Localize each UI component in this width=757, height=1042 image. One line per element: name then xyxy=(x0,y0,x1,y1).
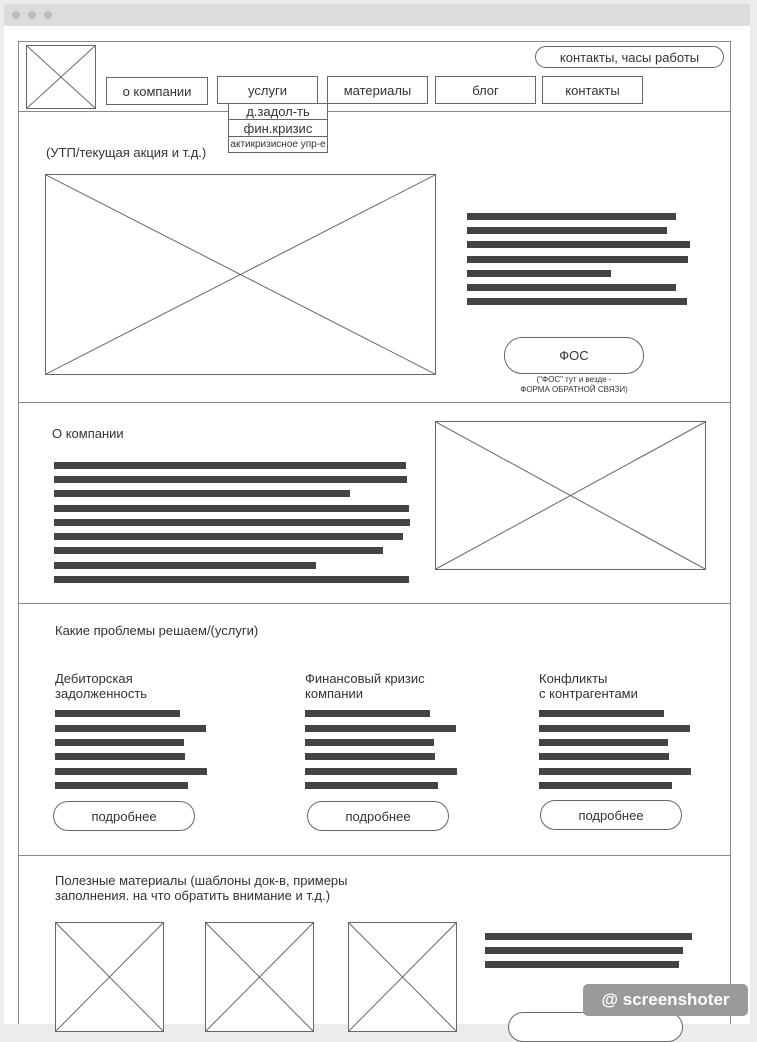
nav-materials[interactable]: материалы xyxy=(327,76,428,104)
window-maximize-dot[interactable] xyxy=(44,11,52,19)
service-title-line1: Конфликты xyxy=(539,671,608,686)
nav-services[interactable]: услуги xyxy=(217,76,318,104)
divider-about xyxy=(18,603,731,604)
service-text-line xyxy=(55,739,184,746)
window-titlebar xyxy=(4,4,750,26)
service-more-button[interactable]: подробнее xyxy=(540,800,682,830)
service-title-line2: с контрагентами xyxy=(539,686,638,701)
hero-text-line xyxy=(467,241,690,248)
hero-text-line xyxy=(467,270,611,277)
services-title: Какие проблемы решаем/(услуги) xyxy=(55,623,259,638)
service-more-button[interactable]: подробнее xyxy=(307,801,449,831)
about-text-line xyxy=(54,576,409,583)
service-text-line xyxy=(305,725,456,732)
about-text-line xyxy=(54,462,406,469)
service-title-line2: задолженность xyxy=(55,686,148,701)
nav-contacts[interactable]: контакты xyxy=(542,76,643,104)
materials-text-line xyxy=(485,947,683,954)
service-text-line xyxy=(539,739,668,746)
dropdown-item-financial-crisis[interactable]: фин.кризис xyxy=(228,119,328,137)
nav-blog[interactable]: блог xyxy=(435,76,536,104)
hero-text-line xyxy=(467,213,676,220)
about-placeholder-image xyxy=(435,421,706,570)
about-title: О компании xyxy=(52,426,124,441)
hero-text-line xyxy=(467,227,667,234)
about-text-line xyxy=(54,476,407,483)
dropdown-item-receivables[interactable]: д.задол-ть xyxy=(228,103,328,120)
window-close-dot[interactable] xyxy=(12,11,20,19)
service-title-line1: Дебиторская xyxy=(55,671,133,686)
about-text-line xyxy=(54,490,350,497)
hero-placeholder-image xyxy=(45,174,436,375)
service-text-line xyxy=(539,782,672,789)
service-title-line2: компании xyxy=(305,686,363,701)
hero-text-line xyxy=(467,284,676,291)
materials-text-line xyxy=(485,933,692,940)
service-text-line xyxy=(305,782,438,789)
hero-utp-text: (УТП/текущая акция и т.д.) xyxy=(46,145,207,160)
materials-text-line xyxy=(485,961,679,968)
service-text-line xyxy=(305,768,457,775)
material-placeholder-image xyxy=(55,922,164,1032)
screenshoter-watermark: @ screenshoter xyxy=(583,984,748,1016)
fos-note-line2: ФОРМА ОБРАТНОЙ СВЯЗИ) xyxy=(520,385,628,394)
service-text-line xyxy=(55,725,206,732)
service-text-line xyxy=(539,768,691,775)
service-text-line xyxy=(539,725,690,732)
window-minimize-dot[interactable] xyxy=(28,11,36,19)
dropdown-item-anticrisis[interactable]: актикризисное упр-е xyxy=(228,136,328,153)
service-text-line xyxy=(55,753,185,760)
service-more-button[interactable]: подробнее xyxy=(53,801,195,831)
service-text-line xyxy=(305,739,434,746)
about-text-line xyxy=(54,547,383,554)
materials-title-line1: Полезные материалы (шаблоны док-в, приме… xyxy=(55,873,348,888)
logo-placeholder-image xyxy=(26,45,96,109)
fos-note-line1: ("ФОС" тут и везде - xyxy=(536,375,612,384)
divider-header xyxy=(18,111,731,112)
divider-hero xyxy=(18,402,731,403)
materials-button[interactable] xyxy=(508,1012,683,1042)
service-text-line xyxy=(305,710,430,717)
service-text-line xyxy=(55,768,207,775)
about-text-line xyxy=(54,533,403,540)
wireframe-border xyxy=(18,41,731,1024)
service-text-line xyxy=(539,710,664,717)
service-text-line xyxy=(305,753,435,760)
contacts-hours-button[interactable]: контакты, часы работы xyxy=(535,46,724,68)
material-placeholder-image xyxy=(205,922,314,1032)
service-text-line xyxy=(55,710,180,717)
fos-button[interactable]: ФОС xyxy=(504,337,644,374)
about-text-line xyxy=(54,505,409,512)
divider-services xyxy=(18,855,731,856)
service-text-line xyxy=(55,782,188,789)
service-text-line xyxy=(539,753,669,760)
about-text-line xyxy=(54,562,316,569)
about-text-line xyxy=(54,519,410,526)
material-placeholder-image xyxy=(348,922,457,1032)
materials-title-line2: заполнения. на что обратить внимание и т… xyxy=(55,888,331,903)
hero-text-line xyxy=(467,298,687,305)
nav-about[interactable]: о компании xyxy=(106,77,208,105)
hero-text-line xyxy=(467,256,688,263)
service-title-line1: Финансовый кризис xyxy=(305,671,425,686)
